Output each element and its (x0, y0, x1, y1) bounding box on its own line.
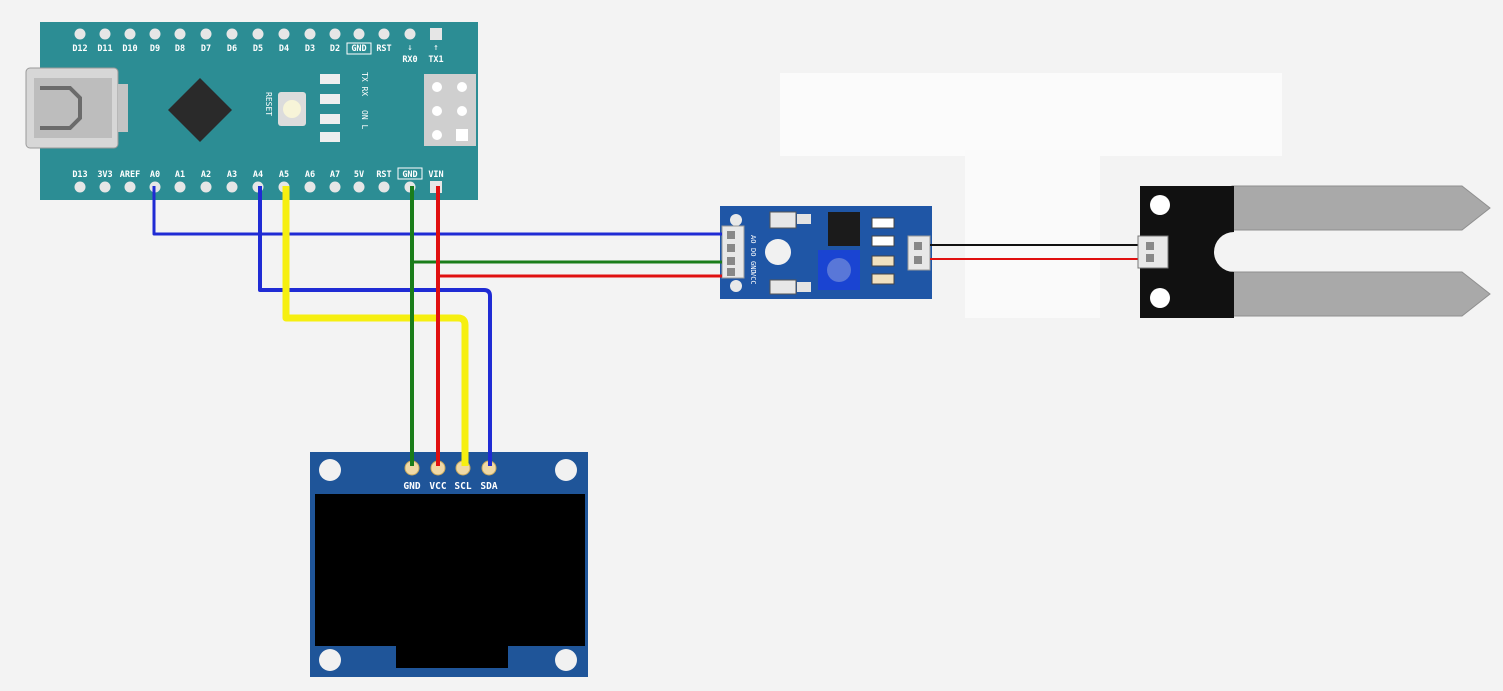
nano-pin-arrow: ↑ (433, 43, 438, 53)
nano-pin-label: A7 (330, 170, 340, 180)
nano-pin-label: D6 (227, 44, 237, 54)
nano-top-pin-row: D12 D11 D10 D9 D8 D7 D6 D5 D4 D3 D2 GND RST ↓ RX0 ↑ TX1 (72, 28, 444, 65)
nano-pin-label: GND (351, 44, 366, 54)
nano-pin-pad (174, 28, 186, 40)
nano-pin-label: D13 (72, 170, 87, 180)
nano-pin-pad (329, 181, 341, 193)
nano-pin-pad (378, 181, 390, 193)
nano-pin-arrow: ↓ (407, 43, 412, 53)
sensor-header-left (721, 225, 745, 279)
nano-pin-label: RX0 (402, 55, 417, 65)
nano-pin-pad (74, 181, 86, 193)
microcontroller-chip (168, 78, 232, 142)
nano-pin-label: D12 (72, 44, 87, 54)
nano-pin-label: A4 (253, 170, 263, 180)
nano-bottom-pin-row: D13 3V3 AREF A0 A1 A2 A3 A4 A5 A6 A7 5V RST GND VIN (72, 167, 444, 193)
wire-a0-to-ao (152, 186, 722, 236)
nano-pin-label: A3 (227, 170, 237, 180)
nano-pin-pad (226, 28, 238, 40)
nano-pin-label: RST (376, 44, 391, 54)
nano-pin-pad (226, 181, 238, 193)
oled-pin-row: GND VCC SCL SDA (403, 460, 498, 492)
led-label-onl: ON L (360, 110, 369, 129)
nano-pin-label: AREF (120, 170, 140, 180)
potentiometer (818, 250, 860, 290)
led-label-txrx: TX RX (360, 72, 369, 96)
comparator-chip (828, 212, 860, 246)
nano-pin-label: 3V3 (97, 170, 112, 180)
background-blocks (780, 73, 1282, 318)
oled-screen (315, 494, 585, 646)
nano-pin-label: GND (402, 170, 417, 180)
nano-pin-label: TX1 (428, 55, 443, 65)
nano-pin-pad (353, 28, 365, 40)
nano-pin-pad (304, 181, 316, 193)
nano-pin-label: 5V (354, 170, 364, 180)
nano-pin-label: D5 (253, 44, 263, 54)
usb-connector (25, 67, 128, 149)
nano-pin-label: RST (376, 170, 391, 180)
oled-display-module: GND VCC SCL SDA (310, 452, 588, 677)
nano-pin-label: D11 (97, 44, 112, 54)
nano-pin-pad (329, 28, 341, 40)
nano-pin-label: VIN (428, 170, 443, 180)
nano-pin-label: D10 (122, 44, 137, 54)
reset-label: RESET (264, 92, 273, 116)
sensor-pin-label: DO (749, 248, 757, 256)
oled-pin-label: SDA (480, 481, 497, 492)
nano-pin-pad (404, 28, 416, 40)
nano-pin-pad (124, 28, 136, 40)
nano-pin-pad (149, 28, 161, 40)
reset-button (278, 92, 306, 126)
nano-pin-pad (278, 28, 290, 40)
nano-pin-pad (200, 181, 212, 193)
nano-pin-pad (252, 28, 264, 40)
nano-pin-label: A1 (175, 170, 185, 180)
gnd-highlight (346, 42, 372, 55)
wires (152, 186, 722, 466)
nano-pin-label: A5 (279, 170, 289, 180)
oled-pin-label: SCL (454, 481, 471, 492)
sensor-pin-label: VCC (749, 272, 757, 285)
nano-pin-label: D7 (201, 44, 211, 54)
arduino-nano-board: RESET TX RX ON L D12 D11 D10 D9 D8 D7 D6 D5 D4 D3… (25, 22, 478, 200)
nano-pin-label: D3 (305, 44, 315, 54)
wire-a4-to-sda (258, 186, 492, 466)
oled-pin-label: VCC (429, 481, 446, 492)
sensor-header-right (907, 235, 931, 271)
icsp-header (424, 74, 476, 146)
nano-pin-label: A0 (150, 170, 160, 180)
nano-pin-pad (430, 28, 442, 40)
nano-pin-label: A6 (305, 170, 315, 180)
status-leds (320, 74, 340, 142)
nano-pin-pad (174, 181, 186, 193)
nano-pin-label: D8 (175, 44, 185, 54)
nano-pin-pad (200, 28, 212, 40)
nano-pin-pad (353, 181, 365, 193)
nano-pin-label: D9 (150, 44, 160, 54)
nano-pin-pad (124, 181, 136, 193)
nano-pin-label: D4 (279, 44, 289, 54)
probe-cable (930, 244, 1140, 260)
nano-pin-pad (99, 181, 111, 193)
oled-pin-label: GND (403, 481, 420, 492)
soil-moisture-probe (1137, 185, 1491, 318)
sensor-pin-label: AO (749, 235, 757, 243)
nano-pin-pad (99, 28, 111, 40)
nano-pin-label: A2 (201, 170, 211, 180)
nano-pin-label: D2 (330, 44, 340, 54)
nano-pin-pad (378, 28, 390, 40)
sensor-pin-label: GND (749, 261, 757, 274)
nano-pin-pad (74, 28, 86, 40)
gnd-highlight (397, 167, 423, 180)
wire-a5-to-scl (282, 186, 469, 466)
nano-pin-pad (304, 28, 316, 40)
